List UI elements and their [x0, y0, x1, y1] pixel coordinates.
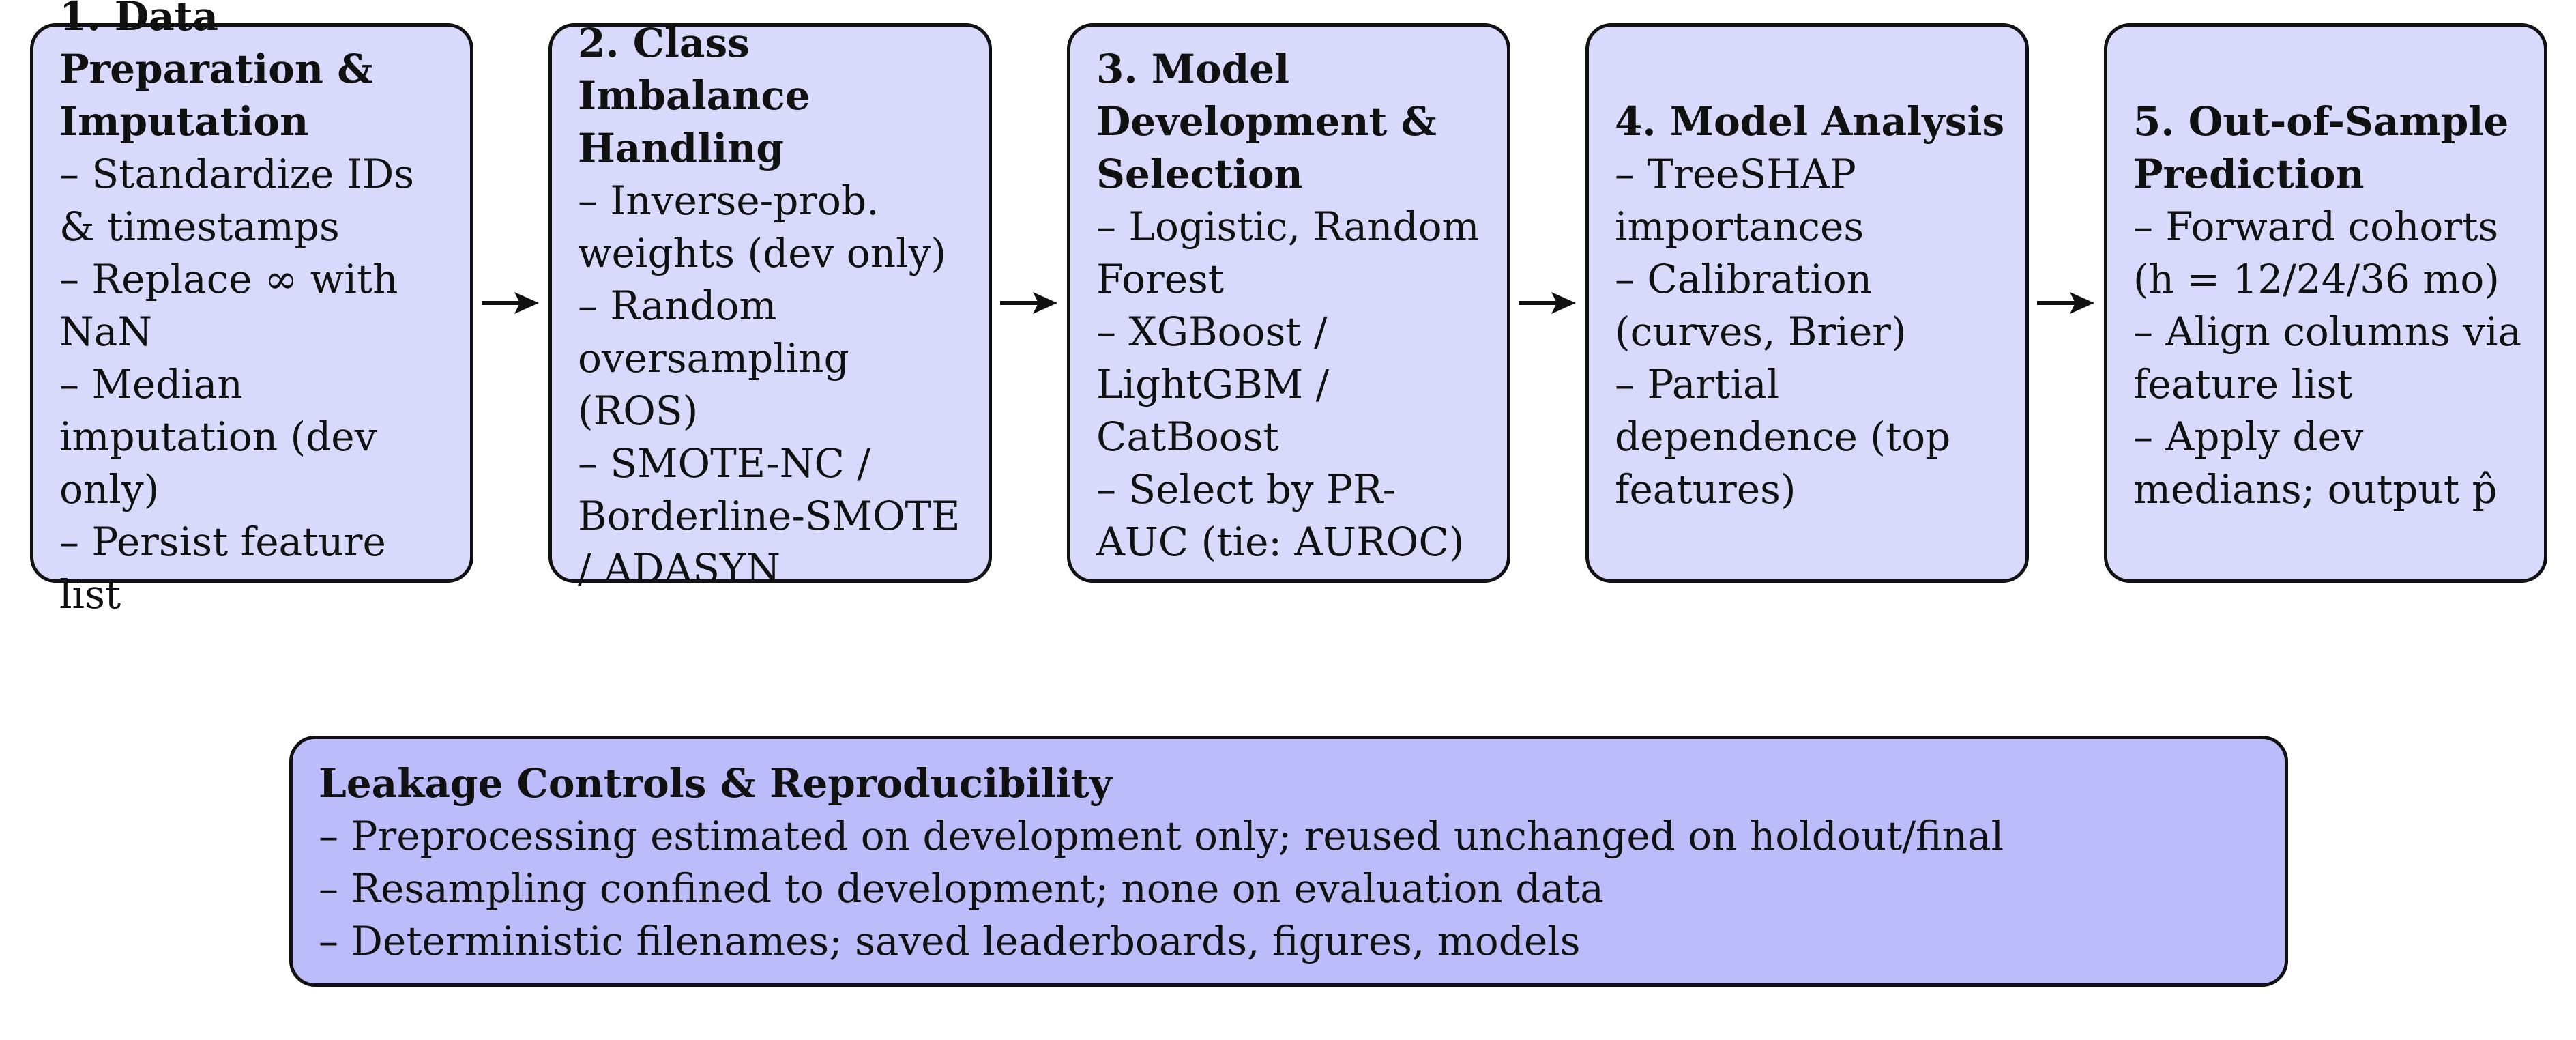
stage-5-box: 5. Out-of-Sample Prediction – Forward co… [2104, 23, 2547, 583]
stage-4-item: – TreeSHAP importances [1615, 151, 1864, 250]
stage-3-item: – XGBoost / LightGBM / CatBoost [1096, 308, 1330, 460]
stage-3-item: – Logistic, Random Forest [1096, 203, 1480, 302]
stage-1-item: – Median imputation (dev only) [59, 361, 377, 512]
stage-2-item: – SMOTE-NC / Borderline-SMOTE / ADASYN [578, 439, 961, 592]
stage-3-title: 3. Model Development & Selection [1096, 46, 1437, 197]
leakage-controls-item: – Preprocessing estimated on development… [319, 813, 2004, 859]
stage-5-title: 5. Out-of-Sample Prediction [2133, 98, 2509, 197]
stage-3-item: – Select by PR-AUC (tie: AUROC) [1096, 466, 1465, 565]
stage-4-item: – Calibration (curves, Brier) [1615, 256, 1907, 355]
leakage-controls-title: Leakage Controls & Reproducibility [319, 760, 1113, 807]
stage-1-item: – Replace ∞ with NaN [59, 256, 398, 355]
stage-5-item: – Align columns via feature list [2133, 308, 2522, 407]
stage-4-box: 4. Model Analysis – TreeSHAP importances… [1585, 23, 2029, 583]
stage-3-box: 3. Model Development & Selection – Logis… [1067, 23, 1510, 583]
flow-arrow-1-to-2 [482, 292, 539, 314]
leakage-controls-box: Leakage Controls & Reproducibility – Pre… [289, 736, 2288, 987]
flow-arrow-2-to-3 [1000, 292, 1057, 314]
stage-2-item: – Random oversampling (ROS) [578, 282, 849, 434]
stage-4-title: 4. Model Analysis [1615, 98, 2005, 145]
stage-2-item: – Inverse-prob. weights (dev only) [578, 177, 947, 276]
stage-5-item: – Forward cohorts (h = 12/24/36 mo) [2133, 203, 2500, 302]
leakage-controls-item: – Resampling confined to development; no… [319, 865, 1604, 912]
stage-1-item: – Standardize IDs & timestamps [59, 151, 415, 250]
stage-1-box: 1. Data Preparation & Imputation – Stand… [30, 0, 473, 618]
stage-4-item: – Partial dependence (top features) [1615, 361, 1951, 512]
stage-5-item: – Apply dev medians; output p̂ [2133, 414, 2498, 512]
stage-2-box: 2. Class Imbalance Handling – Inverse-pr… [548, 20, 992, 592]
stage-2-title: 2. Class Imbalance Handling [578, 19, 810, 171]
leakage-controls-item: – Deterministic filenames; saved leaderb… [319, 918, 1581, 964]
stage-1-item: – Persist feature list [59, 519, 386, 618]
stage-1-title: 1. Data Preparation & Imputation [59, 0, 373, 145]
flow-arrow-3-to-4 [1519, 292, 1576, 314]
flow-arrow-4-to-5 [2037, 292, 2094, 314]
